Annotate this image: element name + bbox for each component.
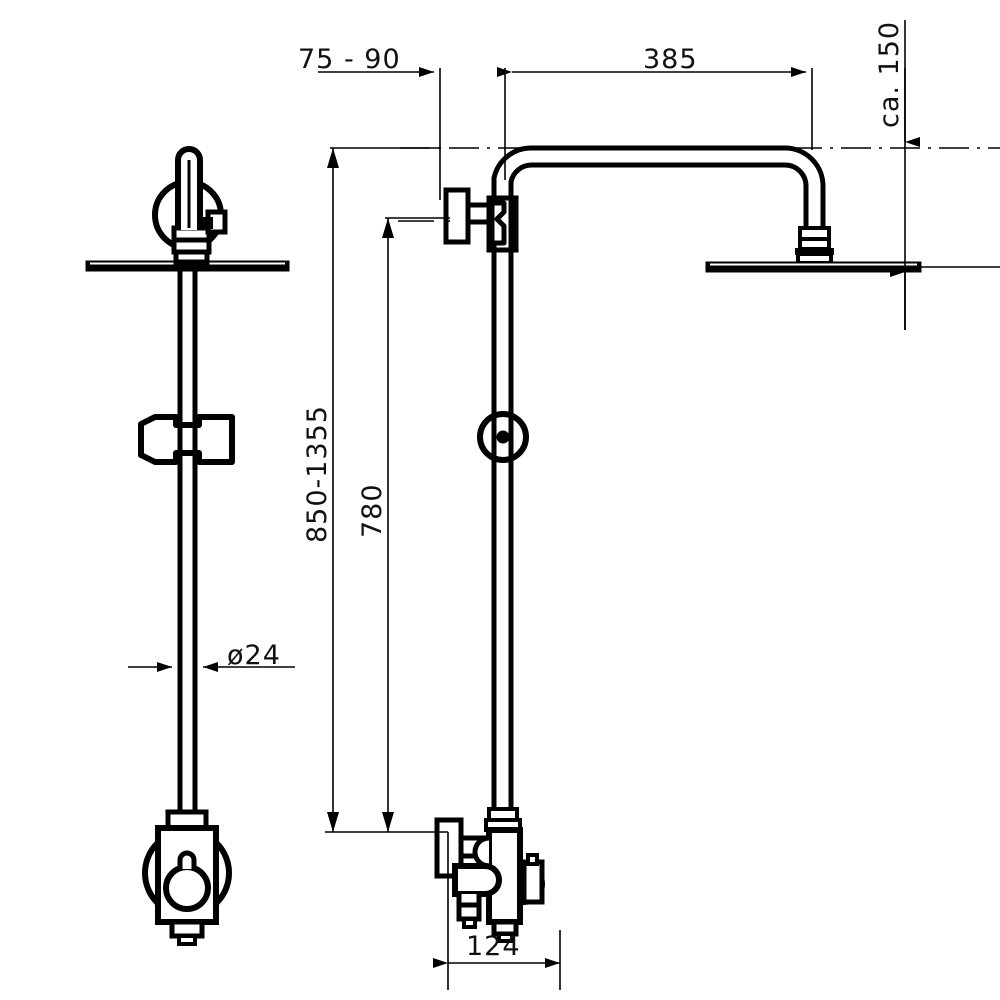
wall-bracket-top	[443, 187, 519, 253]
diverter-collar	[477, 411, 529, 463]
slider-bracket	[138, 414, 235, 465]
dim-label-d24: ø24	[227, 640, 281, 671]
mixer-valve-body	[142, 809, 232, 946]
front-view-group	[434, 145, 922, 943]
rain-shower-head-plate	[705, 261, 922, 273]
dim-label-385: 385	[643, 44, 698, 75]
dim-label-780: 780	[357, 483, 388, 538]
control-knob	[163, 850, 211, 912]
curved-shower-arm	[491, 145, 826, 236]
temperature-knob	[517, 853, 545, 905]
dim-label-124: 124	[466, 931, 521, 962]
dim-label-75-90: 75 - 90	[298, 44, 401, 75]
thermostatic-mixer-body	[452, 807, 545, 943]
head-connector	[795, 226, 834, 265]
hand-shower-outlet	[452, 863, 502, 929]
vertical-rail	[177, 271, 198, 812]
riser-tube	[491, 205, 514, 822]
dim-label-150: ca. 150	[874, 21, 905, 128]
side-view-group	[85, 146, 290, 946]
dimension-labels: 75 - 90 385 ca. 150 850-1355 780 ø24 124	[227, 21, 905, 962]
dim-label-850-1355: 850-1355	[302, 405, 333, 543]
handle-stem	[175, 146, 203, 230]
dimension-lines	[128, 20, 1000, 990]
